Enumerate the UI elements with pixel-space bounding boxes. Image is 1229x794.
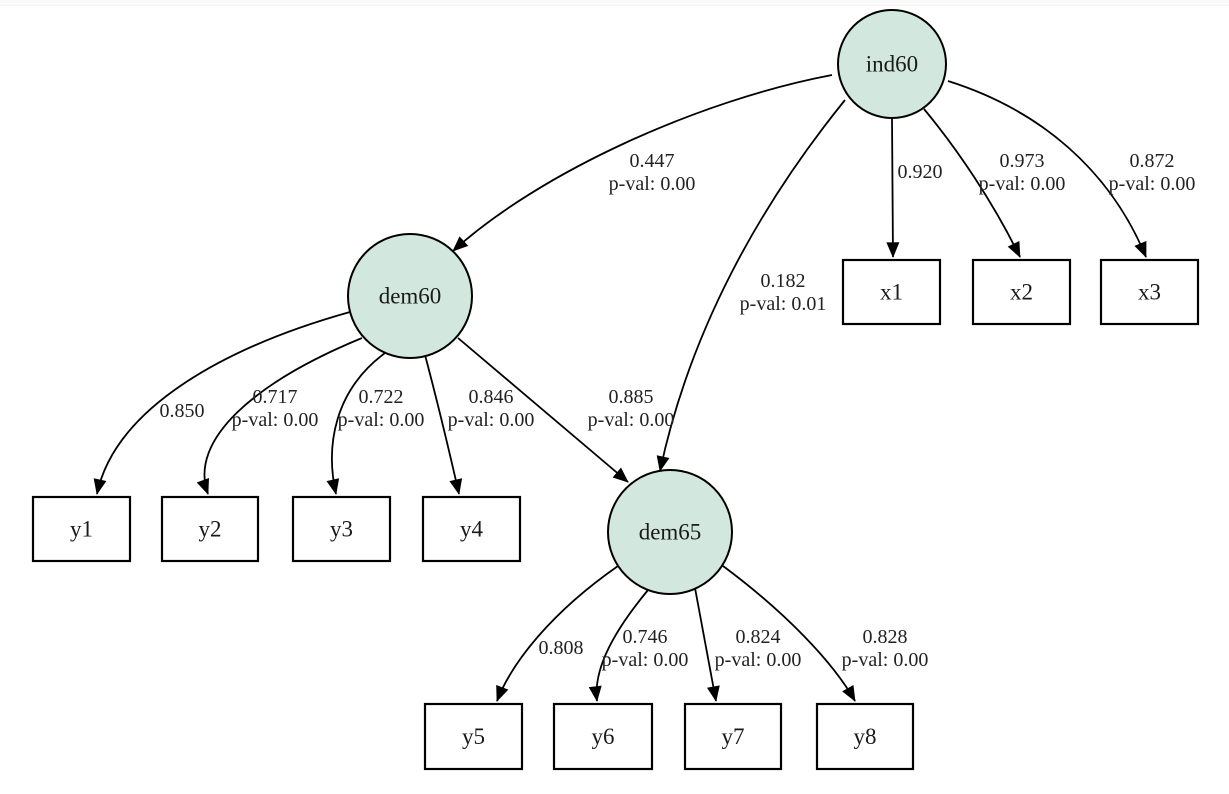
- node-label-x2: x2: [1010, 280, 1033, 305]
- observed-node-y2: [160, 495, 260, 563]
- edge-dem65-y6: [588, 589, 649, 702]
- node-label-x3: x3: [1138, 280, 1161, 305]
- edge-ind60-x3: [947, 80, 1147, 258]
- node-label-dem60: dem60: [379, 284, 442, 309]
- observed-node-y6: [552, 702, 654, 771]
- node-label-x1: x1: [880, 280, 903, 305]
- edge-pvalue-label-dem65-y7: p-val: 0.00: [715, 649, 802, 671]
- edge-pvalue-label-dem60-y2: p-val: 0.00: [232, 409, 319, 431]
- observed-node-y8: [815, 702, 915, 771]
- node-label-y3: y3: [330, 517, 353, 542]
- edge-pvalue-label-ind60-x2: p-val: 0.00: [979, 173, 1066, 195]
- latent-node-dem60: [347, 233, 473, 359]
- nodes-layer: ind60 dem60 dem65 x1 x2 x3 y1 y2 y3 y4 y5 y6 y7 y8: [31, 9, 1200, 771]
- edge-dem60-y2: [196, 337, 363, 495]
- edge-dem65-y5: [496, 565, 619, 702]
- observed-node-y7: [683, 702, 783, 771]
- edge-estimate-label-dem60-y4: 0.846: [469, 386, 514, 408]
- edge-pvalue-label-ind60-dem65: p-val: 0.01: [740, 293, 827, 315]
- edge-pvalue-label-dem65-y6: p-val: 0.00: [602, 649, 689, 671]
- latent-node-ind60: [837, 9, 947, 119]
- node-label-y2: y2: [199, 517, 222, 542]
- latent-node-dem65: [607, 469, 733, 595]
- edge-pvalue-label-ind60-dem60: p-val: 0.00: [609, 173, 696, 195]
- edge-dem60-y4: [424, 354, 463, 495]
- node-label-ind60: ind60: [866, 52, 918, 77]
- edges-layer: [93, 74, 1147, 702]
- edge-estimate-label-ind60-dem60: 0.447: [630, 150, 675, 172]
- edge-estimate-label-dem65-y6: 0.746: [623, 626, 668, 648]
- edge-estimate-label-dem65-y8: 0.828: [863, 626, 908, 648]
- edge-pvalue-label-dem60-y3: p-val: 0.00: [338, 409, 425, 431]
- edge-ind60-x2: [923, 108, 1021, 258]
- edge-estimate-label-ind60-x2: 0.973: [1000, 150, 1045, 172]
- edge-estimate-label-dem60-y2: 0.717: [253, 386, 298, 408]
- edge-pvalue-label-dem60-y4: p-val: 0.00: [448, 409, 535, 431]
- observed-node-x2: [971, 258, 1072, 326]
- observed-node-y4: [421, 495, 522, 563]
- edge-pvalue-label-dem65-y8: p-val: 0.00: [842, 649, 929, 671]
- observed-node-y3: [291, 495, 392, 563]
- edge-estimate-label-dem65-y5: 0.808: [539, 637, 584, 659]
- edge-dem65-y7: [694, 587, 720, 702]
- edge-dem60-y1: [93, 311, 351, 495]
- edge-ind60-x1: [886, 117, 900, 258]
- node-label-dem65: dem65: [639, 520, 702, 545]
- edge-pvalue-label-dem60-dem65: p-val: 0.00: [588, 409, 675, 431]
- edge-estimate-label-dem60-dem65: 0.885: [609, 386, 654, 408]
- node-label-y4: y4: [460, 517, 484, 542]
- edge-estimate-label-ind60-dem65: 0.182: [761, 270, 806, 292]
- node-label-y7: y7: [722, 724, 745, 749]
- node-label-y5: y5: [462, 724, 485, 749]
- edge-ind60-dem60: [452, 74, 833, 252]
- edge-estimate-label-dem65-y7: 0.824: [736, 626, 781, 648]
- window-top-edge: [0, 0, 1229, 6]
- edge-estimate-label-dem60-y3: 0.722: [359, 386, 404, 408]
- edge-pvalue-label-ind60-x3: p-val: 0.00: [1109, 173, 1196, 195]
- node-label-y8: y8: [854, 724, 877, 749]
- edge-ind60-dem65: [656, 99, 846, 472]
- edge-estimate-label-ind60-x1: 0.920: [898, 161, 943, 183]
- edge-dem65-y8: [722, 565, 856, 702]
- node-label-y6: y6: [592, 724, 615, 749]
- edge-dem60-dem65: [457, 337, 629, 483]
- node-label-y1: y1: [70, 517, 93, 542]
- observed-node-x1: [841, 258, 942, 326]
- edge-dem60-y3: [326, 352, 386, 495]
- observed-node-x3: [1099, 258, 1200, 326]
- observed-node-y1: [31, 495, 132, 563]
- observed-node-y5: [423, 702, 524, 771]
- edge-estimate-label-ind60-x3: 0.872: [1130, 150, 1175, 172]
- edge-estimate-label-dem60-y1: 0.850: [160, 400, 205, 422]
